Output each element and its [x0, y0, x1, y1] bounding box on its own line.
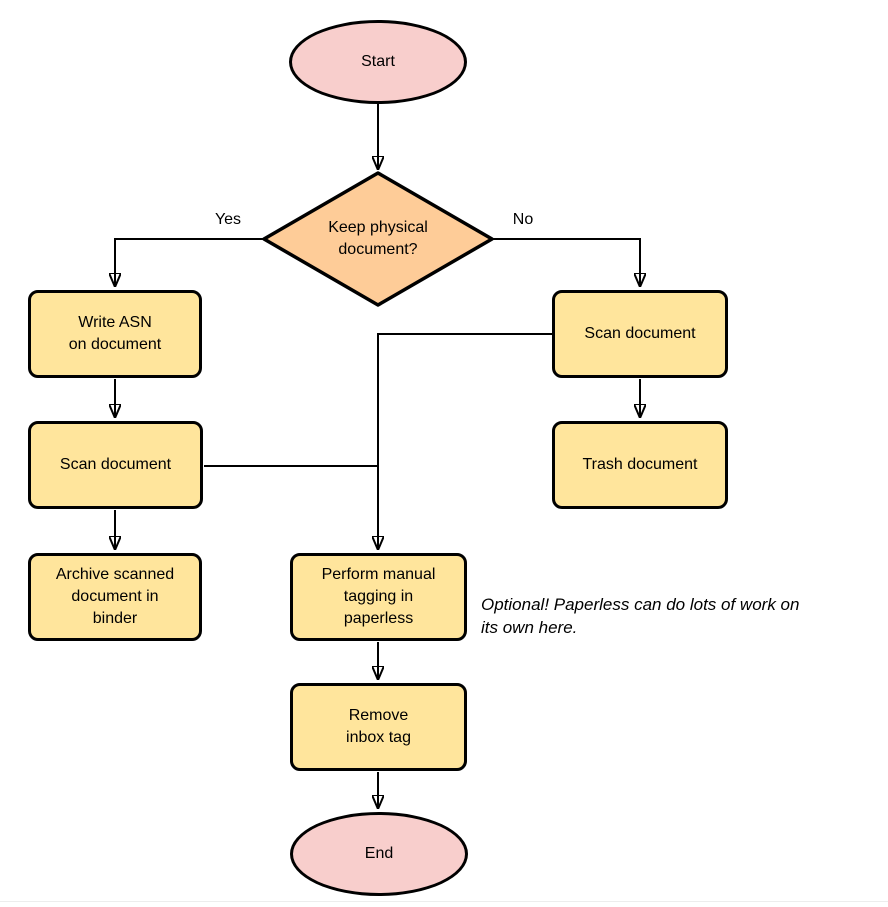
node-remove-inbox-label: Remove	[348, 707, 409, 724]
node-archive: Archive scanned document in binder	[28, 553, 202, 641]
decision-diamond-shape	[262, 171, 494, 307]
edge-label-no: No	[495, 211, 551, 229]
optional-note-line: Optional! Paperless can do lots of work …	[481, 595, 800, 614]
node-decision-label: Keep physical document?	[278, 217, 478, 261]
edge-scan-right-to-perform	[378, 333, 552, 549]
node-perform-tagging-label: paperless	[343, 610, 414, 627]
node-trash-label: Trash document	[582, 456, 698, 473]
node-write-asn: Write ASN on document	[28, 290, 202, 378]
node-archive-label: document in	[71, 588, 159, 605]
node-write-asn-label: Write ASN	[78, 314, 152, 331]
optional-note-line: its own here.	[481, 618, 578, 637]
optional-note: Optional! Paperless can do lots of work …	[481, 593, 885, 639]
node-scan-right-label: Scan document	[584, 325, 696, 342]
edge-label-yes: Yes	[200, 211, 256, 229]
node-start: Start	[289, 20, 467, 104]
node-archive-label: Archive scanned	[55, 566, 175, 583]
node-scan-left-label: Scan document	[59, 456, 172, 473]
node-scan-left: Scan document	[28, 421, 203, 509]
node-trash: Trash document	[552, 421, 728, 509]
node-scan-right: Scan document	[552, 290, 728, 378]
bottom-hairline	[0, 901, 888, 902]
node-end-label: End	[364, 845, 394, 862]
node-end: End	[290, 812, 468, 896]
node-remove-inbox: Remove inbox tag	[290, 683, 467, 771]
edge-decision-no-to-scan-right	[492, 238, 640, 286]
node-write-asn-label: on document	[68, 336, 162, 353]
node-perform-tagging-label: Perform manual	[321, 566, 436, 583]
node-archive-label: binder	[92, 610, 138, 627]
node-perform-tagging-label: tagging in	[343, 588, 414, 605]
node-remove-inbox-label: inbox tag	[346, 729, 411, 746]
node-start-label: Start	[361, 53, 395, 70]
node-perform-tagging: Perform manual tagging in paperless	[290, 553, 467, 641]
edge-decision-yes-to-write-asn	[115, 238, 264, 286]
decision-label-line: document?	[338, 241, 418, 258]
decision-label-line: Keep physical	[328, 219, 428, 236]
